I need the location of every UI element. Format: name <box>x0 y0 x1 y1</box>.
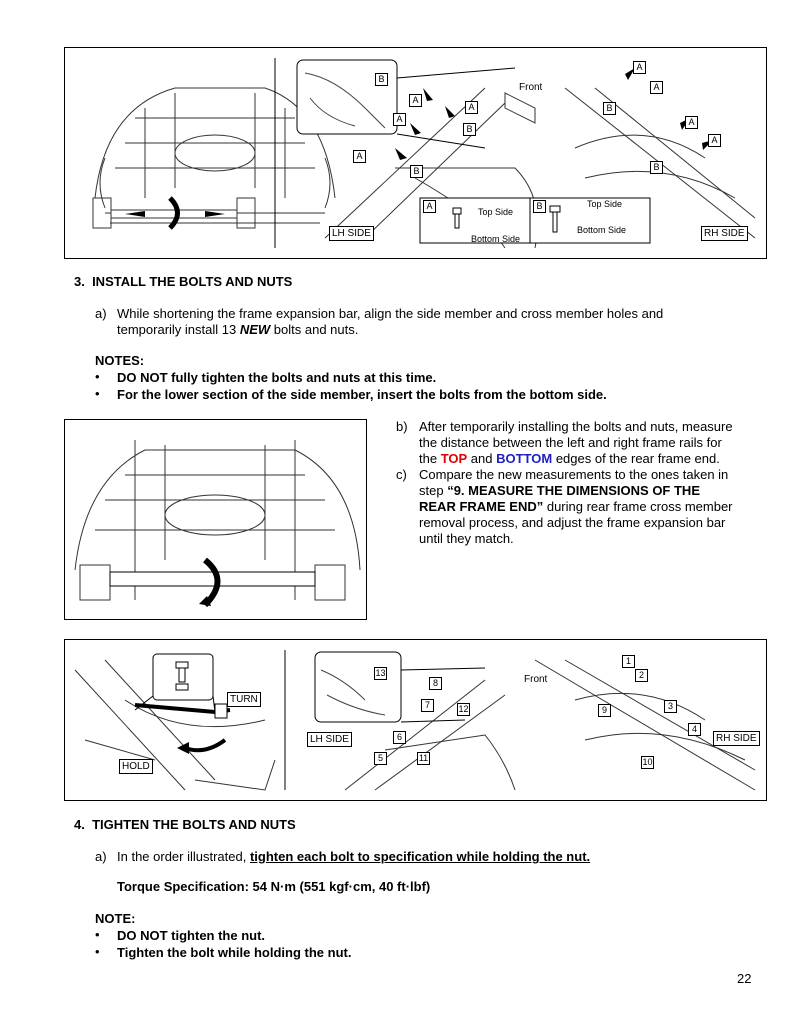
figure-3-illustration <box>74 650 756 791</box>
tag-b: B <box>410 165 423 178</box>
order-number-6: 6 <box>393 731 406 744</box>
step-b-line-3-post: edges of the rear frame end. <box>552 451 720 466</box>
turn-label: TURN <box>227 692 261 707</box>
page-number: 22 <box>737 971 752 986</box>
order-number-4: 4 <box>688 723 701 736</box>
front-label: Front <box>519 82 543 93</box>
lh-side-label: LH SIDE <box>329 226 374 241</box>
note-item: DO NOT fully tighten the bolts and nuts … <box>117 370 437 385</box>
order-number-10: 10 <box>641 756 654 769</box>
tag-a: A <box>685 116 698 129</box>
order-number-9: 9 <box>598 704 611 717</box>
order-number-8: 8 <box>429 677 442 690</box>
step-a-line-2-text: temporarily install 13 <box>117 322 240 337</box>
legend-tag-b: B <box>533 200 546 213</box>
notes-heading: NOTES: <box>95 353 145 368</box>
section-4-heading: 4. TIGHTEN THE BOLTS AND NUTS <box>74 817 296 832</box>
tag-a: A <box>465 101 478 114</box>
tag-b: B <box>603 102 616 115</box>
step-c-line-2: step “9. MEASURE THE DIMENSIONS OF THE <box>419 483 700 499</box>
legend-a-bottom-side: Bottom Side <box>471 234 521 244</box>
legend-a-top-side: Top Side <box>478 207 514 217</box>
note-item: Tighten the bolt while holding the nut. <box>117 945 352 960</box>
step-4a-pre: In the order illustrated, <box>117 849 250 864</box>
step-a-line-1: While shortening the frame expansion bar… <box>117 306 664 321</box>
order-number-2: 2 <box>635 669 648 682</box>
figure-1-illustration <box>92 58 756 249</box>
order-number-5: 5 <box>374 752 387 765</box>
order-number-12: 12 <box>457 703 470 716</box>
top-word: TOP <box>440 451 468 466</box>
step-reference: “9. MEASURE THE DIMENSIONS OF THE <box>447 483 700 498</box>
figure-install-overview: Front LH SIDE RH SIDE B A A A B A B A A … <box>64 47 767 259</box>
legend-b-top-side: Top Side <box>587 199 623 209</box>
note-heading: NOTE: <box>95 911 136 926</box>
step-c-line-2-pre: step <box>419 483 448 498</box>
step-b-and: and <box>467 451 497 466</box>
step-a-line-2: temporarily install 13 NEW bolts and nut… <box>117 322 358 338</box>
tag-a: A <box>633 61 646 74</box>
legend-b-bottom-side: Bottom Side <box>577 225 627 235</box>
tag-a: A <box>409 94 422 107</box>
lh-side-label: LH SIDE <box>307 732 352 747</box>
note-item: For the lower section of the side member… <box>117 387 607 402</box>
order-number-3: 3 <box>664 700 677 713</box>
legend-tag-a: A <box>423 200 436 213</box>
step-4a-emphasis: tighten each bolt to specification while… <box>249 849 591 864</box>
order-number-11: 11 <box>417 752 430 765</box>
tag-a: A <box>353 150 366 163</box>
rh-side-label: RH SIDE <box>701 226 748 241</box>
tag-a: A <box>708 134 721 147</box>
step-b-marker: b) <box>396 419 408 434</box>
step-c-marker: c) <box>396 467 407 482</box>
tag-a: A <box>393 113 406 126</box>
step-reference-end: REAR FRAME END” <box>419 499 544 514</box>
step-c-line-3-post: during rear frame cross member <box>543 499 733 514</box>
note-item: DO NOT tighten the nut. <box>117 928 266 943</box>
step-b-line-1: After temporarily installing the bolts a… <box>419 419 733 434</box>
rh-side-label: RH SIDE <box>713 731 760 746</box>
step-a-marker: a) <box>95 306 107 321</box>
figure-2-illustration <box>74 440 361 608</box>
tag-b: B <box>375 73 388 86</box>
hold-label: HOLD <box>119 759 153 774</box>
step-c-line-5: until they match. <box>419 531 514 546</box>
section-3-heading: 3. INSTALL THE BOLTS AND NUTS <box>74 274 293 289</box>
front-label: Front <box>524 674 548 685</box>
step-b-line-3: the TOP and BOTTOM edges of the rear fra… <box>419 451 720 467</box>
step-b-line-3-pre: the <box>419 451 441 466</box>
figure-tighten-order: Front TURN HOLD LH SIDE RH SIDE 1 2 3 4 … <box>64 639 767 801</box>
torque-specification: Torque Specification: 54 N·m (551 kgf·cm… <box>117 879 431 894</box>
step-4a-text: In the order illustrated, tighten each b… <box>117 849 590 865</box>
step-a-line-2-end: bolts and nuts. <box>270 322 359 337</box>
tag-b: B <box>650 161 663 174</box>
bullet-icon: • <box>95 927 100 942</box>
order-number-7: 7 <box>421 699 434 712</box>
new-emphasis: NEW <box>239 322 271 337</box>
step-b-line-2: the distance between the left and right … <box>419 435 722 450</box>
step-c-line-1: Compare the new measurements to the ones… <box>419 467 729 482</box>
step-c-line-3: REAR FRAME END” during rear frame cross … <box>419 499 733 515</box>
step-4a-marker: a) <box>95 849 107 864</box>
order-number-1: 1 <box>622 655 635 668</box>
bullet-icon: • <box>95 369 100 384</box>
step-c-line-4: removal process, and adjust the frame ex… <box>419 515 726 530</box>
bottom-word: BOTTOM <box>496 451 553 466</box>
tag-b: B <box>463 123 476 136</box>
figure-frame-rails <box>64 419 367 620</box>
bullet-icon: • <box>95 944 100 959</box>
order-number-13: 13 <box>374 667 387 680</box>
bullet-icon: • <box>95 386 100 401</box>
tag-a: A <box>650 81 663 94</box>
